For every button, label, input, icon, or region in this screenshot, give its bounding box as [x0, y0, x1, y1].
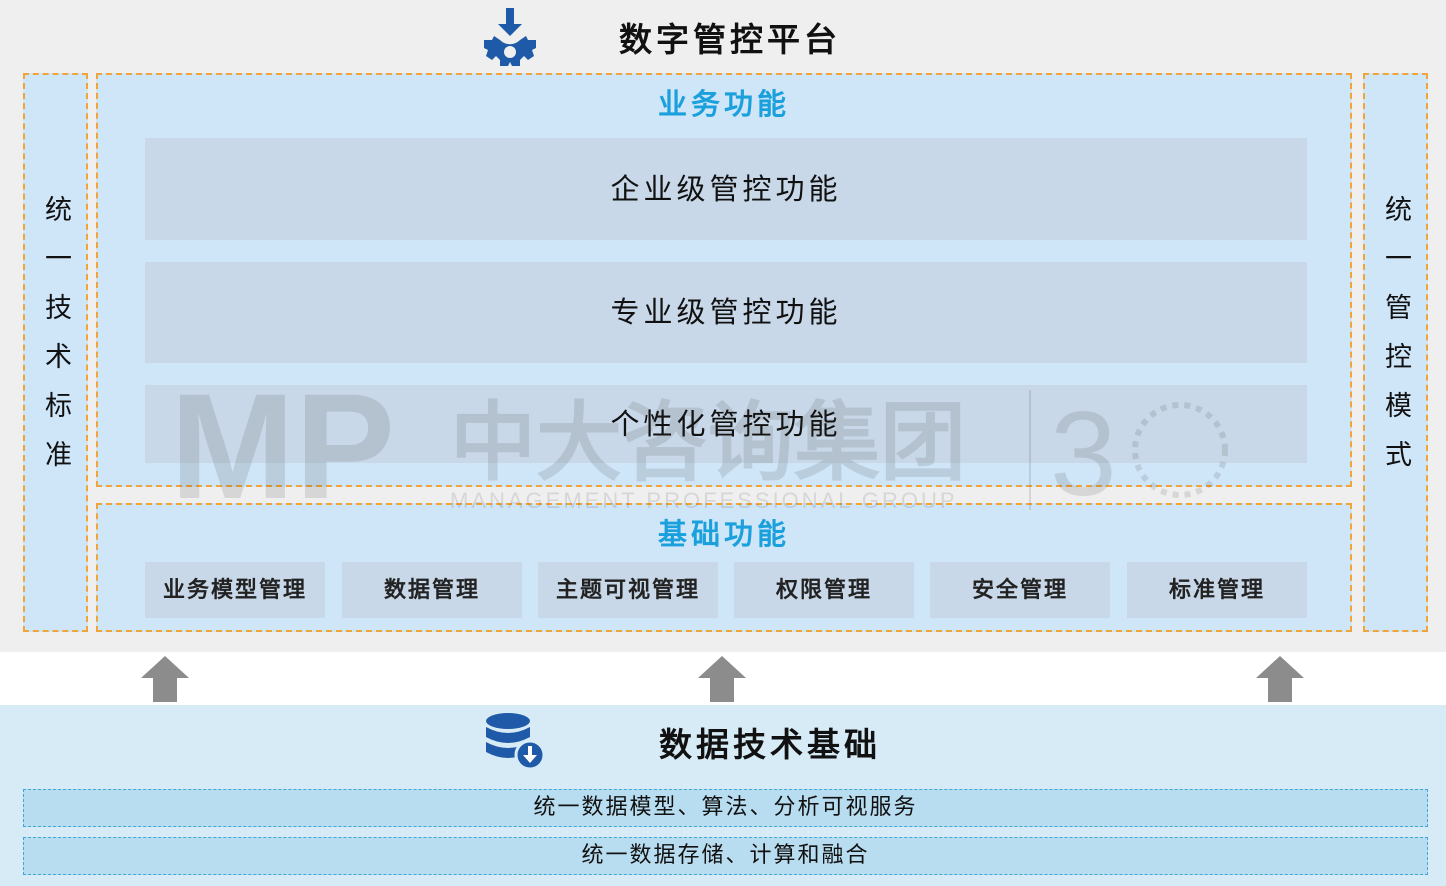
- business-row-enterprise: 企业级管控功能: [145, 138, 1307, 240]
- data-strip-storage: 统一数据存储、计算和融合: [23, 837, 1428, 875]
- base-item-permission: 权限管理: [734, 562, 914, 618]
- right-panel-label: 统一管控模式: [1380, 195, 1411, 489]
- base-functions-title: 基础功能: [657, 517, 790, 551]
- base-item-business-model: 业务模型管理: [145, 562, 325, 618]
- up-arrow-icon: [141, 656, 189, 702]
- up-arrow-icon: [1256, 656, 1304, 702]
- gear-download-icon: [478, 6, 542, 68]
- base-item-security: 安全管理: [930, 562, 1110, 618]
- right-panel: 统一管控模式: [1363, 73, 1428, 632]
- base-item-data: 数据管理: [342, 562, 522, 618]
- left-panel: 统一技术标准: [23, 73, 88, 632]
- base-item-standard: 标准管理: [1127, 562, 1307, 618]
- database-download-icon: [484, 711, 546, 771]
- business-functions-title: 业务功能: [657, 87, 790, 121]
- data-strip-services: 统一数据模型、算法、分析可视服务: [23, 789, 1428, 827]
- data-foundation-title: 数据技术基础: [659, 725, 881, 764]
- up-arrow-icon: [698, 656, 746, 702]
- platform-title: 数字管控平台: [619, 20, 841, 59]
- left-panel-label: 统一技术标准: [40, 195, 71, 489]
- base-item-topic-visual: 主题可视管理: [538, 562, 718, 618]
- business-row-professional: 专业级管控功能: [145, 262, 1307, 363]
- business-row-personalized: 个性化管控功能: [145, 385, 1307, 463]
